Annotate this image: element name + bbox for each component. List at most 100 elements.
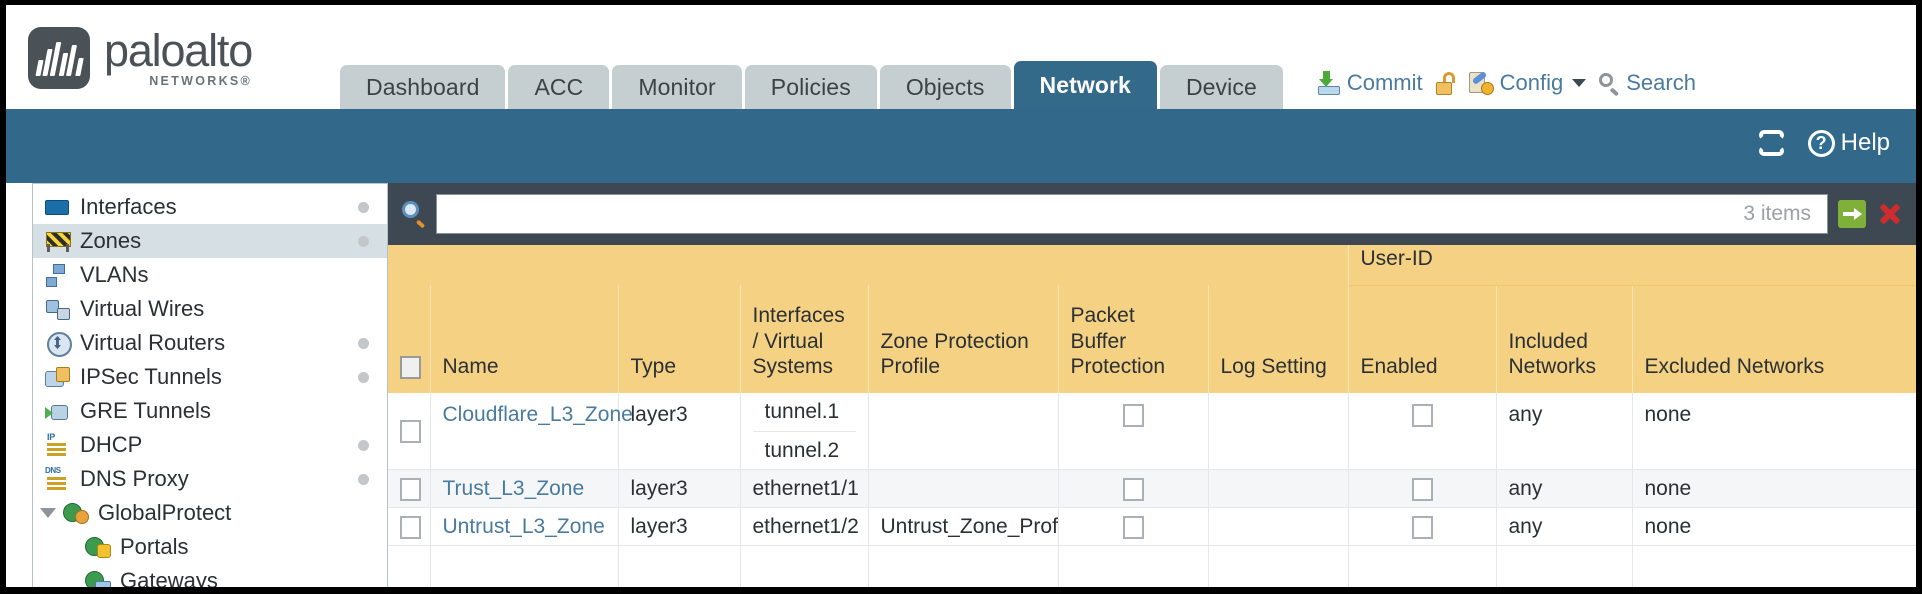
- tab-acc[interactable]: ACC: [508, 65, 610, 109]
- col-header-type[interactable]: Type: [618, 285, 741, 393]
- sidebar-item-interfaces[interactable]: Interfaces: [33, 190, 387, 224]
- zone-name-link[interactable]: Cloudflare_L3_Zone: [442, 403, 633, 426]
- empty-cell: [1496, 545, 1633, 587]
- empty-cell: [1348, 545, 1497, 587]
- tab-objects[interactable]: Objects: [879, 65, 1011, 109]
- col-header-included[interactable]: Included Networks: [1496, 285, 1633, 393]
- cell-interfaces: ethernet1/1: [740, 469, 869, 508]
- sidebar-item-zones[interactable]: Zones: [33, 224, 387, 258]
- cell-name: Cloudflare_L3_Zone: [430, 393, 633, 470]
- dhcp-icon: [45, 432, 71, 456]
- chevron-down-icon: [1572, 79, 1587, 87]
- table-row[interactable]: Untrust_L3_Zone layer3 ethernet1/2 Untru…: [388, 507, 1916, 546]
- gateways-icon: [85, 570, 111, 587]
- sidebar-item-gateways[interactable]: Gateways: [33, 564, 387, 593]
- config-menu[interactable]: Config: [1468, 70, 1587, 96]
- tab-device[interactable]: Device: [1159, 65, 1283, 109]
- col-header-enabled[interactable]: Enabled: [1348, 285, 1497, 393]
- cell-included: any: [1496, 469, 1633, 508]
- brand-wordmark: paloalto NETWORKS®: [104, 28, 253, 88]
- tab-network[interactable]: Network: [1013, 61, 1157, 109]
- col-header-packet-buffer[interactable]: Packet Buffer Protection: [1058, 285, 1209, 393]
- row-checkbox[interactable]: [400, 515, 421, 539]
- col-header-log-setting[interactable]: Log Setting: [1208, 285, 1349, 393]
- status-dot: [358, 372, 369, 383]
- commit-label: Commit: [1346, 70, 1423, 95]
- sidebar-item-virtual-wires[interactable]: Virtual Wires: [33, 292, 387, 326]
- zones-table: User-ID Name Type Interfaces / Virtual S…: [388, 245, 1916, 587]
- lock-button[interactable]: [1435, 71, 1456, 95]
- search-magnifier-icon[interactable]: [400, 201, 426, 229]
- sidebar-item-gre-tunnels[interactable]: GRE Tunnels: [33, 394, 387, 428]
- zone-name-link[interactable]: Untrust_L3_Zone: [442, 514, 605, 538]
- cell-interfaces: ethernet1/2: [740, 507, 869, 546]
- sidebar-item-globalprotect[interactable]: GlobalProtect: [33, 496, 387, 530]
- packet-buffer-checkbox[interactable]: [1122, 403, 1144, 427]
- sidebar-label-vlans: VLANs: [80, 262, 149, 287]
- empty-cell: [1208, 545, 1349, 587]
- sidebar-label-portals: Portals: [120, 534, 189, 559]
- enabled-checkbox[interactable]: [1411, 403, 1433, 427]
- col-header-excluded[interactable]: Excluded Networks: [1632, 285, 1916, 393]
- search-input[interactable]: [449, 202, 1744, 226]
- tab-monitor[interactable]: Monitor: [612, 65, 742, 109]
- row-select-cell: [388, 507, 431, 546]
- empty-cell: [1058, 545, 1209, 587]
- table-row[interactable]: Trust_L3_Zone layer3 ethernet1/1 any non…: [388, 469, 1916, 508]
- table-empty-tail: [388, 545, 1916, 587]
- select-all-checkbox[interactable]: [400, 356, 421, 380]
- col-header-interfaces[interactable]: Interfaces / Virtual Systems: [740, 285, 869, 393]
- sidebar-item-portals[interactable]: Portals: [33, 530, 387, 564]
- sidebar-item-dns-proxy[interactable]: DNS Proxy: [33, 462, 387, 496]
- enabled-checkbox[interactable]: [1411, 515, 1433, 539]
- filter-bar: 3 items: [388, 183, 1916, 245]
- row-select-cell: [388, 393, 431, 470]
- tab-dashboard[interactable]: Dashboard: [340, 65, 506, 109]
- group-header-userid: User-ID: [1348, 245, 1916, 286]
- select-all-header: [388, 285, 431, 393]
- cell-name: Trust_L3_Zone: [430, 469, 619, 508]
- expand-collapse-icon[interactable]: [40, 508, 56, 518]
- apply-filter-icon[interactable]: [1838, 200, 1866, 228]
- help-button[interactable]: ? Help: [1807, 129, 1890, 157]
- row-checkbox[interactable]: [400, 477, 421, 501]
- cell-type: layer3: [618, 469, 741, 508]
- sidebar-item-virtual-routers[interactable]: Virtual Routers: [33, 326, 387, 360]
- row-checkbox[interactable]: [400, 420, 421, 444]
- cell-type: layer3: [618, 393, 741, 470]
- sidebar-label-dns-proxy: DNS Proxy: [80, 466, 189, 491]
- empty-cell: [430, 545, 619, 587]
- sidebar-item-ipsec-tunnels[interactable]: IPSec Tunnels: [33, 360, 387, 394]
- cell-included: any: [1496, 507, 1633, 546]
- search-button[interactable]: Search: [1599, 70, 1696, 97]
- cell-packet-buffer: [1058, 393, 1209, 470]
- unlock-icon: [1435, 71, 1456, 95]
- refresh-icon[interactable]: [1758, 130, 1786, 156]
- packet-buffer-checkbox[interactable]: [1122, 477, 1144, 501]
- enabled-checkbox[interactable]: [1411, 477, 1433, 501]
- empty-cell: [618, 545, 741, 587]
- sidebar-label-gateways: Gateways: [120, 568, 218, 593]
- packet-buffer-checkbox[interactable]: [1122, 515, 1144, 539]
- zones-icon: [45, 230, 71, 252]
- sidebar-item-dhcp[interactable]: DHCP: [33, 428, 387, 462]
- col-header-zone-protection[interactable]: Zone Protection Profile: [868, 285, 1059, 393]
- sidebar-item-vlans[interactable]: VLANs: [33, 258, 387, 292]
- table-row[interactable]: Cloudflare_L3_Zone layer3 tunnel.1 tunne…: [388, 393, 1916, 470]
- empty-cell: [740, 545, 869, 587]
- zone-name-link[interactable]: Trust_L3_Zone: [442, 476, 585, 500]
- band-actions: ? Help: [1758, 129, 1890, 157]
- sidebar-list: Interfaces Zones VLANs Virtual Wires Vir…: [33, 184, 387, 593]
- gre-tunnels-icon: [45, 400, 71, 422]
- sidebar-label-gre-tunnels: GRE Tunnels: [80, 398, 211, 423]
- clear-filter-icon[interactable]: [1876, 200, 1904, 228]
- sidebar-label-virtual-wires: Virtual Wires: [80, 296, 205, 321]
- config-label: Config: [1499, 70, 1564, 95]
- items-count: 3 items: [1743, 202, 1811, 225]
- virtual-routers-icon: [45, 332, 72, 357]
- col-header-name[interactable]: Name: [430, 285, 619, 393]
- interface-item: tunnel.2: [752, 431, 856, 469]
- commit-button[interactable]: Commit: [1317, 70, 1423, 96]
- tab-policies[interactable]: Policies: [744, 65, 877, 109]
